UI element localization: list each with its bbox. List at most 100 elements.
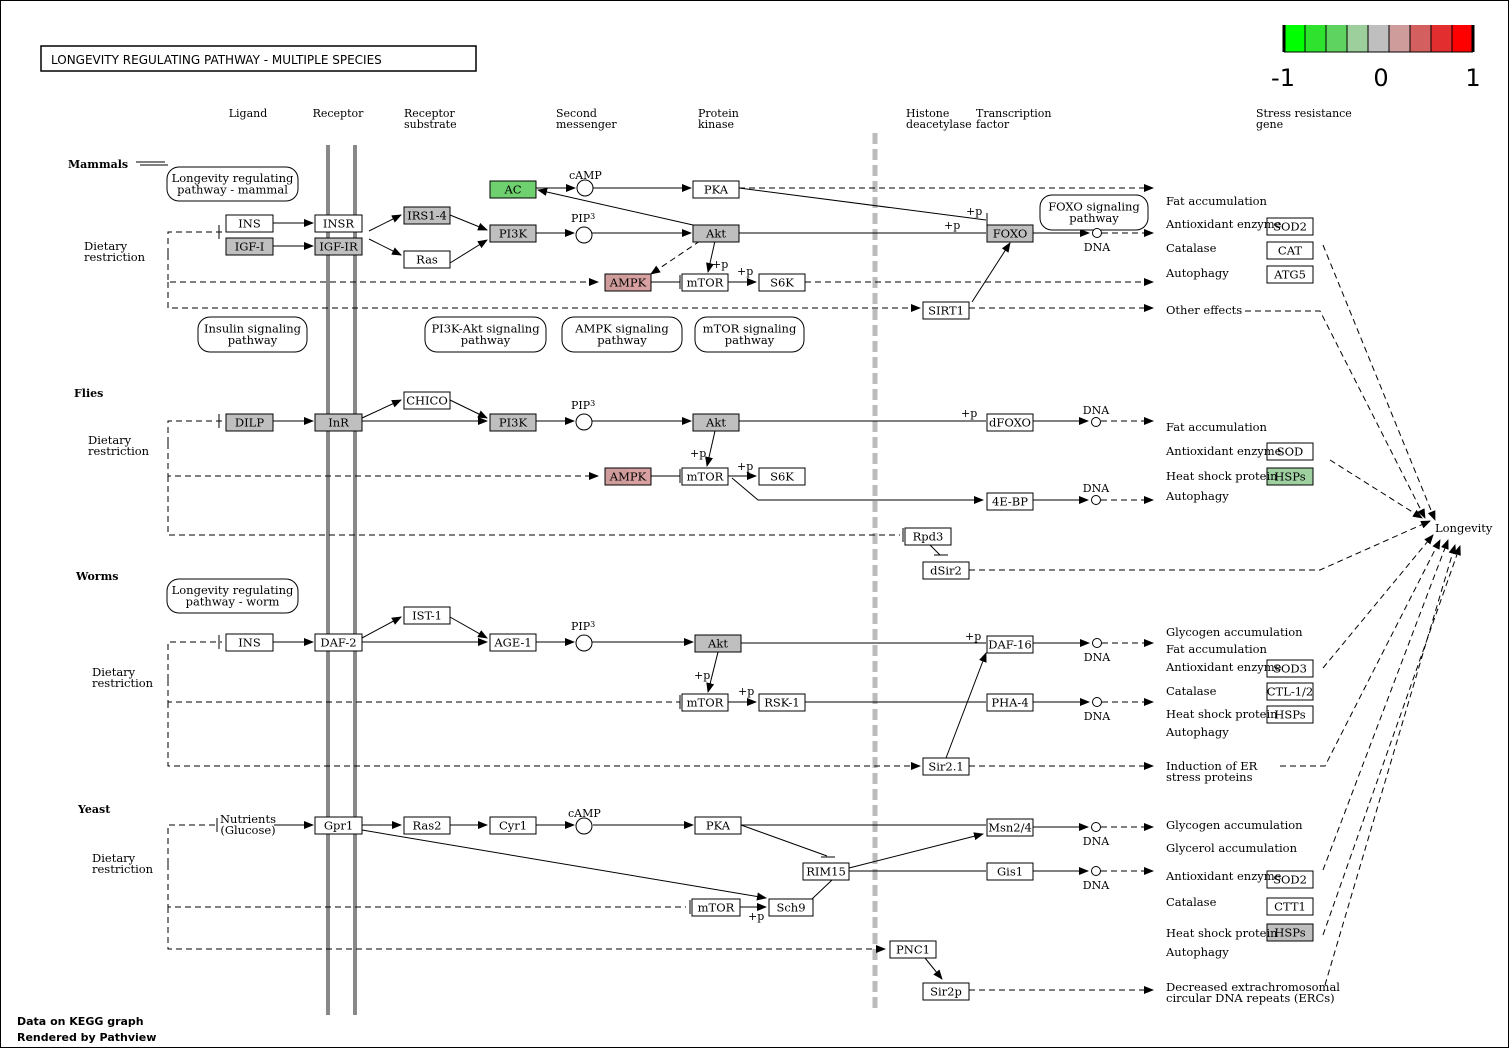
gene-node-m_foxo[interactable]: FOXO <box>986 224 1034 243</box>
gene-node-m_ins[interactable]: INS <box>225 214 274 233</box>
gene-node-f_chico[interactable]: CHICO <box>403 391 451 410</box>
gene-node-f_rpd3[interactable]: Rpd3 <box>904 527 952 546</box>
gene-node-y_msn24[interactable]: Msn2/4 <box>986 818 1034 837</box>
gene-box[interactable] <box>694 634 742 653</box>
gene-node-m_irs[interactable]: IRS1-4 <box>403 206 451 225</box>
gene-box[interactable] <box>489 413 537 432</box>
gene-box[interactable] <box>1266 265 1314 284</box>
gene-node-f_dilp[interactable]: DILP <box>225 413 274 432</box>
gene-node-m_insr[interactable]: INSR <box>314 214 363 233</box>
gene-box[interactable] <box>986 635 1034 654</box>
gene-node-f_dfoxo[interactable]: dFOXO <box>986 413 1034 432</box>
gene-box[interactable] <box>225 214 274 233</box>
gene-box[interactable] <box>694 816 742 835</box>
gene-node-y_sod2[interactable]: SOD2 <box>1266 870 1314 889</box>
gene-node-m_atg5[interactable]: ATG5 <box>1266 265 1314 284</box>
gene-node-y_ctt1[interactable]: CTT1 <box>1266 897 1314 916</box>
gene-box[interactable] <box>922 982 970 1001</box>
gene-box[interactable] <box>986 492 1034 511</box>
gene-box[interactable] <box>403 391 451 410</box>
gene-box[interactable] <box>1266 217 1314 236</box>
gene-node-m_igf[interactable]: IGF-I <box>225 237 274 256</box>
gene-box[interactable] <box>692 180 740 199</box>
gene-node-y_pka[interactable]: PKA <box>694 816 742 835</box>
gene-node-f_hsps[interactable]: HSPs <box>1266 467 1314 486</box>
gene-box[interactable] <box>1266 659 1314 678</box>
gene-box[interactable] <box>403 816 451 835</box>
gene-box[interactable] <box>403 606 451 625</box>
gene-box[interactable] <box>768 898 814 917</box>
gene-node-y_gis1[interactable]: Gis1 <box>986 862 1034 881</box>
gene-node-f_inr[interactable]: InR <box>314 413 363 432</box>
gene-box[interactable] <box>986 693 1034 712</box>
gene-node-y_sir2p[interactable]: Sir2p <box>922 982 970 1001</box>
gene-node-m_ac[interactable]: AC <box>489 180 537 199</box>
gene-box[interactable] <box>986 413 1034 432</box>
gene-box[interactable] <box>986 818 1034 837</box>
gene-box[interactable] <box>1266 467 1314 486</box>
gene-node-m_ras[interactable]: Ras <box>403 250 451 269</box>
gene-node-w_age1[interactable]: AGE-1 <box>489 633 537 652</box>
gene-node-w_pha4[interactable]: PHA-4 <box>986 693 1034 712</box>
gene-node-w_ist1[interactable]: IST-1 <box>403 606 451 625</box>
gene-node-w_ins[interactable]: INS <box>225 633 274 652</box>
gene-box[interactable] <box>802 862 850 881</box>
gene-node-y_pnc1[interactable]: PNC1 <box>889 940 937 959</box>
gene-box[interactable] <box>489 180 537 199</box>
gene-node-m_ampk[interactable]: AMPK <box>604 273 652 292</box>
pathway-link-box[interactable] <box>197 316 308 353</box>
gene-box[interactable] <box>1266 442 1314 461</box>
gene-node-f_akt[interactable]: Akt <box>692 413 740 432</box>
gene-box[interactable] <box>314 413 363 432</box>
gene-box[interactable] <box>692 413 740 432</box>
gene-box[interactable] <box>314 237 363 256</box>
gene-node-w_mtor[interactable]: mTOR <box>681 693 729 712</box>
gene-node-m_pi3k[interactable]: PI3K <box>489 224 537 243</box>
gene-box[interactable] <box>225 633 274 652</box>
gene-box[interactable] <box>314 214 363 233</box>
gene-node-w_daf2[interactable]: DAF-2 <box>314 633 363 652</box>
gene-node-m_mtor[interactable]: mTOR <box>681 273 729 292</box>
gene-node-w_akt[interactable]: Akt <box>694 634 742 653</box>
gene-box[interactable] <box>1266 870 1314 889</box>
gene-node-f_s6k[interactable]: S6K <box>758 467 806 486</box>
pathway-link-box[interactable] <box>166 166 299 202</box>
gene-box[interactable] <box>1266 241 1314 260</box>
gene-node-y_rim15[interactable]: RIM15 <box>802 862 850 881</box>
gene-box[interactable] <box>1266 705 1314 724</box>
gene-node-w_sod3[interactable]: SOD3 <box>1266 659 1314 678</box>
gene-node-f_sod[interactable]: SOD <box>1266 442 1314 461</box>
gene-node-y_hsps[interactable]: HSPs <box>1266 923 1314 942</box>
gene-node-y_cyr1[interactable]: Cyr1 <box>489 816 537 835</box>
gene-box[interactable] <box>314 816 363 835</box>
gene-node-f_4ebp[interactable]: 4E-BP <box>986 492 1034 511</box>
gene-box[interactable] <box>692 224 740 243</box>
gene-node-y_sch9[interactable]: Sch9 <box>768 898 814 917</box>
gene-box[interactable] <box>489 224 537 243</box>
gene-node-f_mtor[interactable]: mTOR <box>681 467 729 486</box>
pathway-link-box[interactable] <box>166 578 299 614</box>
gene-node-m_s6k[interactable]: S6K <box>758 273 806 292</box>
gene-box[interactable] <box>904 527 952 546</box>
gene-node-y_mtor[interactable]: mTOR <box>691 898 741 917</box>
gene-box[interactable] <box>758 693 806 712</box>
gene-box[interactable] <box>691 898 741 917</box>
gene-node-m_cat[interactable]: CAT <box>1266 241 1314 260</box>
gene-node-w_daf16[interactable]: DAF-16 <box>986 635 1034 654</box>
gene-box[interactable] <box>1266 897 1314 916</box>
gene-box[interactable] <box>681 273 729 292</box>
gene-node-y_ras2[interactable]: Ras2 <box>403 816 451 835</box>
gene-node-y_gpr1[interactable]: Gpr1 <box>314 816 363 835</box>
gene-box[interactable] <box>1266 923 1314 942</box>
gene-box[interactable] <box>489 816 537 835</box>
pathway-link-box[interactable] <box>424 316 547 353</box>
gene-box[interactable] <box>314 633 363 652</box>
gene-node-m_sirt1[interactable]: SIRT1 <box>922 301 970 320</box>
gene-box[interactable] <box>986 224 1034 243</box>
gene-box[interactable] <box>403 206 451 225</box>
gene-node-m_sod2[interactable]: SOD2 <box>1266 217 1314 236</box>
gene-box[interactable] <box>1266 682 1314 701</box>
